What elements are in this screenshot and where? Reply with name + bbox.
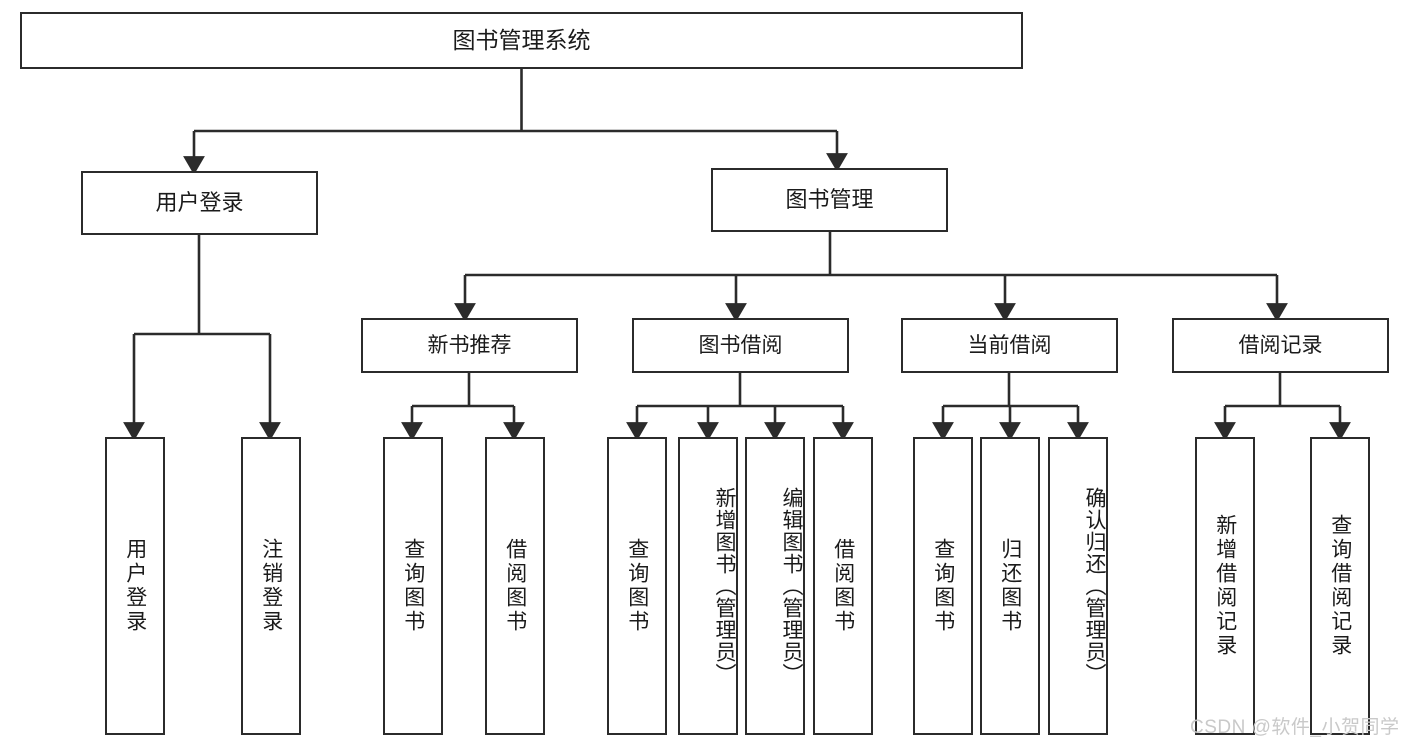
node-label: 新书推荐 [427,333,512,357]
node-label: 查询图书 [401,538,425,634]
leaf-borrow-record-add[interactable]: 新增借阅记录 [1195,437,1255,735]
node-label: 注销登录 [259,538,283,634]
node-label: 图书借阅 [698,333,783,357]
node-label: 查询借阅记录 [1328,514,1352,658]
node-user-login[interactable]: 用户登录 [81,171,318,235]
node-label: 新增借阅记录 [1213,514,1237,658]
leaf-book-borrow-add[interactable]: 新增图书（管理员） [678,437,738,735]
node-label: 编辑图书（管理员） [780,487,803,685]
node-root-system[interactable]: 图书管理系统 [20,12,1023,69]
node-current-borrow[interactable]: 当前借阅 [901,318,1118,373]
node-new-book-recommend[interactable]: 新书推荐 [361,318,578,373]
node-label: 图书管理系统 [452,26,591,53]
node-label: 用户登录 [123,538,147,634]
leaf-user-login-logout[interactable]: 注销登录 [241,437,301,735]
leaf-borrow-record-query[interactable]: 查询借阅记录 [1310,437,1370,735]
leaf-book-borrow-edit[interactable]: 编辑图书（管理员） [745,437,805,735]
leaf-user-login-login[interactable]: 用户登录 [105,437,165,735]
leaf-book-borrow-borrow[interactable]: 借阅图书 [813,437,873,735]
node-label: 借阅记录 [1238,333,1323,357]
leaf-new-book-query[interactable]: 查询图书 [383,437,443,735]
node-label: 归还图书 [998,538,1022,634]
leaf-current-borrow-confirm-return[interactable]: 确认归还（管理员） [1048,437,1108,735]
node-label: 确认归还（管理员） [1083,487,1106,685]
node-label: 用户登录 [155,189,244,215]
node-label: 当前借阅 [967,333,1052,357]
leaf-current-borrow-query[interactable]: 查询图书 [913,437,973,735]
node-label: 新增图书（管理员） [713,487,736,685]
node-label: 查询图书 [931,538,955,634]
csdn-watermark: CSDN @软件_小贺同学 [1190,712,1399,739]
watermark-text: CSDN @软件_小贺同学 [1190,717,1400,738]
leaf-book-borrow-query[interactable]: 查询图书 [607,437,667,735]
node-label: 图书管理 [785,186,874,212]
node-book-management[interactable]: 图书管理 [711,168,948,232]
node-label: 查询图书 [625,538,649,634]
node-label: 借阅图书 [831,538,855,634]
leaf-new-book-borrow[interactable]: 借阅图书 [485,437,545,735]
leaf-current-borrow-return[interactable]: 归还图书 [980,437,1040,735]
node-borrow-record[interactable]: 借阅记录 [1172,318,1389,373]
node-label: 借阅图书 [503,538,527,634]
node-book-borrow[interactable]: 图书借阅 [632,318,849,373]
